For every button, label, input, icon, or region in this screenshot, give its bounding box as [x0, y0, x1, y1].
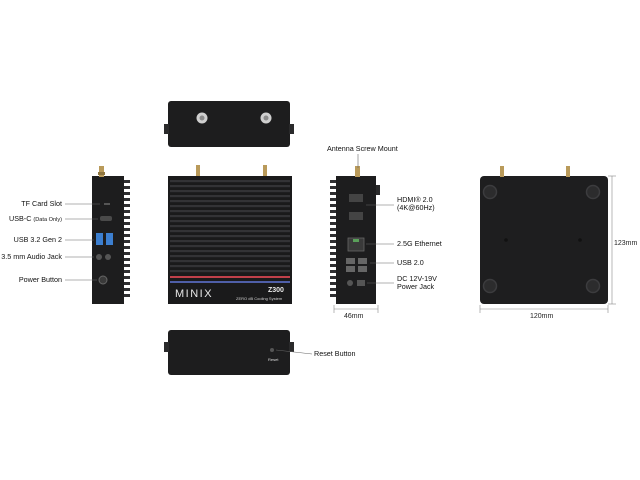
- dc-jack: [347, 280, 353, 286]
- brand-subtitle: ZERO dB Cooling System: [236, 296, 283, 301]
- hdmi-port-2: [349, 212, 363, 220]
- label-usb32: USB 3.2 Gen 2: [13, 235, 62, 244]
- label-usbc: USB-C (Data Only): [9, 215, 62, 224]
- rubber-foot-2: [585, 184, 601, 200]
- label-usb20: USB 2.0: [397, 258, 424, 267]
- label-reset-button: Reset Button: [314, 349, 356, 358]
- usb20-port-1: [346, 258, 355, 264]
- blue-stripe: [170, 281, 290, 283]
- dimension-height: 123mm: [614, 240, 638, 247]
- label-dc-jack: DC 12V-19V Power Jack: [397, 275, 437, 291]
- usb20-port-2: [358, 258, 367, 264]
- power-button-graphic: [98, 275, 108, 285]
- label-hdmi-line1: HDMI® 2.0: [397, 195, 433, 204]
- label-usbc-note: (Data Only): [33, 217, 62, 223]
- left-side-view: [92, 166, 130, 304]
- screw-hole-2: [578, 238, 582, 242]
- screw-hole-1: [504, 238, 508, 242]
- rubber-foot-1: [482, 184, 498, 200]
- label-tf-card-slot: TF Card Slot: [21, 199, 62, 208]
- label-ethernet: 2.5G Ethernet: [397, 239, 442, 248]
- brand-logo: MINIX: [175, 288, 214, 300]
- usb20-port-3: [346, 266, 355, 272]
- rubber-foot-3: [482, 278, 498, 294]
- usbc-port: [100, 216, 112, 221]
- dimension-depth: 46mm: [344, 313, 364, 320]
- rear-io-view: [330, 166, 380, 304]
- label-hdmi: HDMI® 2.0 (4K@60Hz): [397, 196, 435, 212]
- hdmi-port-1: [349, 194, 363, 202]
- audio-jack-2: [105, 254, 111, 260]
- bottom-edge-view: [164, 330, 294, 375]
- label-dc-line1: DC 12V-19V: [397, 274, 437, 283]
- antenna-mount-left: [196, 112, 208, 124]
- reset-small-label: Reset: [268, 357, 279, 362]
- usb32-port-2: [106, 233, 113, 245]
- tf-card-port: [104, 203, 110, 205]
- reset-button-graphic: [270, 348, 274, 352]
- usb20-port-4: [358, 266, 367, 272]
- usb32-port-1: [96, 233, 103, 245]
- ethernet-port: [347, 237, 365, 252]
- antenna-mount-right: [260, 112, 272, 124]
- dimension-width: 120mm: [530, 313, 554, 320]
- label-audio-jack: 3.5 mm Audio Jack: [1, 252, 62, 261]
- model-number: Z300: [268, 287, 284, 294]
- red-stripe: [170, 276, 290, 278]
- front-view: [168, 165, 292, 304]
- top-view: [164, 101, 294, 147]
- label-hdmi-line2: (4K@60Hz): [397, 203, 435, 212]
- rubber-foot-4: [585, 278, 601, 294]
- bottom-view: [480, 166, 608, 304]
- label-power-button: Power Button: [18, 275, 62, 284]
- audio-jack-1: [96, 254, 102, 260]
- label-usbc-main: USB-C: [9, 214, 32, 223]
- label-dc-line2: Power Jack: [397, 282, 435, 291]
- label-antenna-mount: Antenna Screw Mount: [327, 144, 398, 153]
